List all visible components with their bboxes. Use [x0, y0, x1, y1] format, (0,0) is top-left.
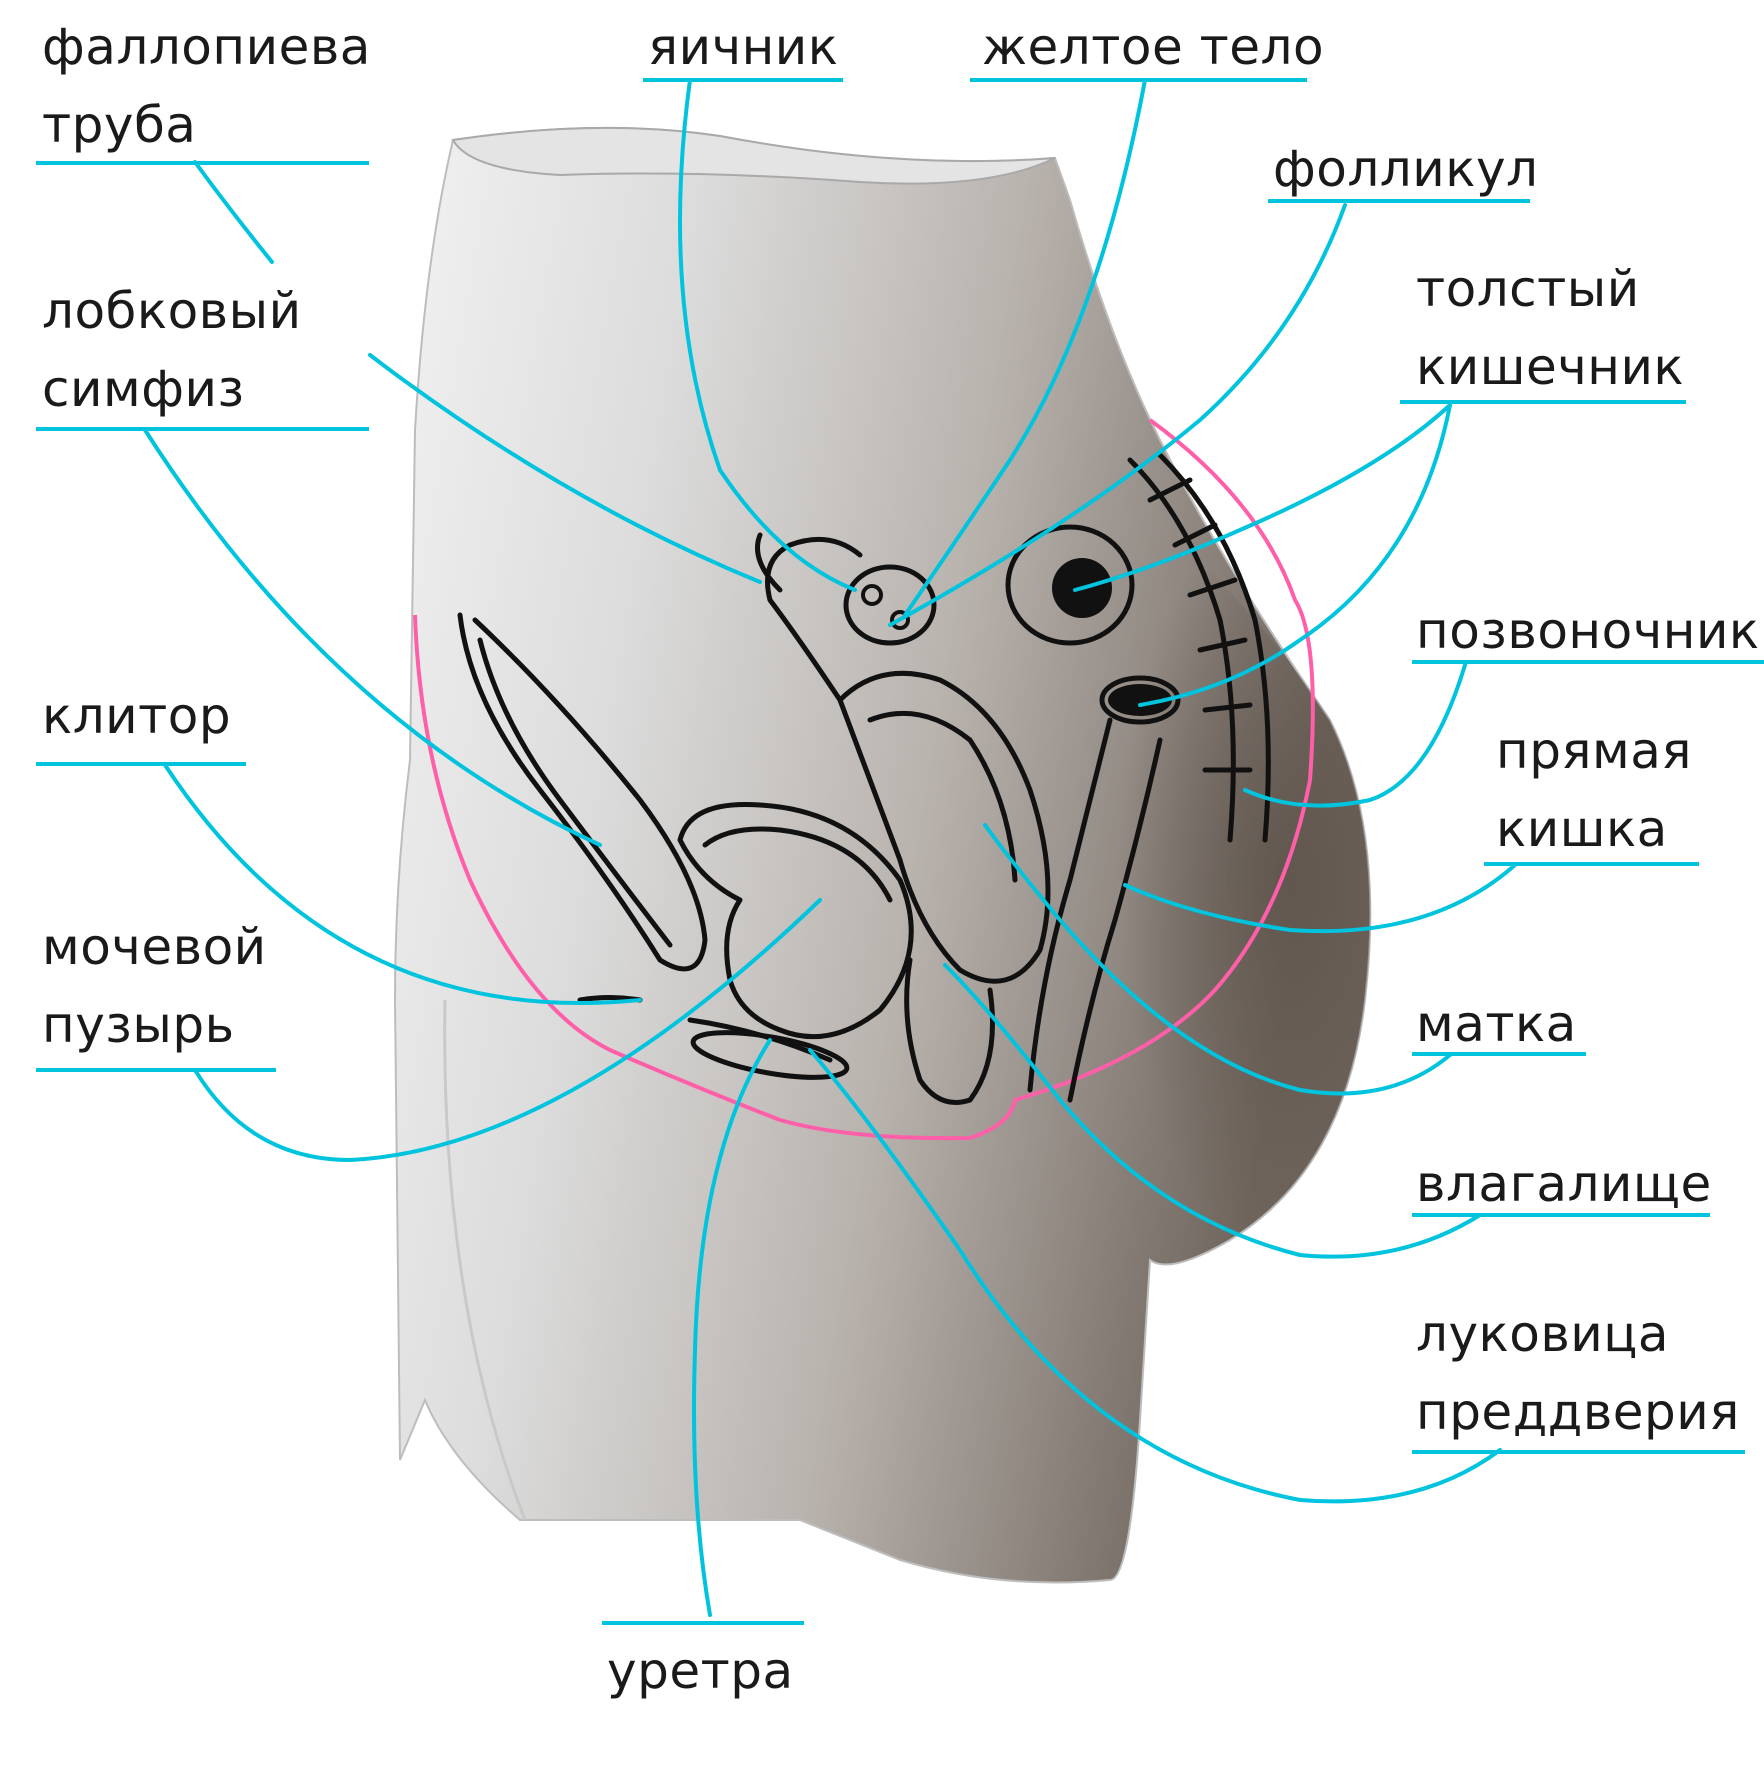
- label-vestibular-bulb: луковица преддверия: [1416, 1295, 1740, 1451]
- label-corpus-luteum: желтое тело: [982, 8, 1324, 86]
- bladder-inner: [702, 826, 893, 903]
- torso-back-shade: [995, 420, 1371, 1258]
- label-bladder-line2: пузырь: [42, 996, 235, 1054]
- rule-ovary: [643, 78, 843, 82]
- label-rectum-line2: кишка: [1496, 800, 1668, 858]
- label-clitoris-line1: клитор: [42, 687, 232, 745]
- label-urethra-line1: уретра: [607, 1642, 794, 1700]
- rule-follicle: [1268, 199, 1530, 203]
- label-vagina-line1: влагалище: [1416, 1155, 1712, 1213]
- thigh-crease: [443, 999, 527, 1521]
- label-follicle-line1: фолликул: [1273, 140, 1539, 198]
- uterus-drawing: [837, 670, 1051, 984]
- label-spine: позвоночник: [1416, 592, 1760, 670]
- label-vagina: влагалище: [1416, 1145, 1712, 1223]
- pubic-bone-inner: [477, 637, 673, 948]
- rule-uterus: [1412, 1052, 1586, 1056]
- leader-fallopian-tube: [193, 160, 274, 264]
- rule-vestibular-bulb: [1412, 1450, 1745, 1454]
- leader-corpus-luteum: [903, 78, 1147, 617]
- label-fallopian-tube-line2: труба: [42, 96, 197, 154]
- leader-vestibular-bulb: [808, 1048, 1502, 1504]
- pubic-bone-drawing: [457, 612, 708, 972]
- rule-vagina: [1412, 1213, 1710, 1217]
- label-corpus-luteum-line1: желтое тело: [982, 18, 1325, 76]
- leader-large-intestine: [1073, 403, 1452, 707]
- vestibular-bulb-drawing: [690, 1030, 850, 1080]
- label-large-intestine-line2: кишечник: [1416, 338, 1685, 396]
- leader-pubic-symphysis: [368, 353, 762, 584]
- label-urethra: уретра: [607, 1632, 794, 1710]
- rectum-lumen: [1108, 684, 1172, 716]
- leader-rectum: [1123, 863, 1517, 934]
- label-vestibular-bulb-line1: луковица: [1416, 1305, 1669, 1363]
- label-pubic-symphysis-line2: симфиз: [42, 360, 245, 418]
- label-bladder-line1: мочевой: [42, 918, 267, 976]
- label-uterus: матка: [1416, 985, 1577, 1063]
- label-follicle: фолликул: [1273, 130, 1539, 208]
- leader-bladder: [163, 763, 822, 1163]
- leader-clitoris: [143, 428, 602, 847]
- rule-corpus-luteum: [970, 78, 1307, 82]
- label-ovary-line1: яичник: [648, 18, 839, 76]
- rule-urethra: [602, 1621, 804, 1625]
- follicle-spot: [861, 584, 883, 606]
- leader-urethra: [692, 1038, 772, 1617]
- rule-fallopian-tube: [36, 161, 369, 165]
- label-rectum-line1: прямая: [1496, 722, 1692, 780]
- label-pubic-symphysis-line1: лобковый: [42, 282, 302, 340]
- leader-follicle: [888, 203, 1347, 627]
- rule-rectum: [1484, 862, 1699, 866]
- label-pubic-symphysis: лобковый симфиз: [42, 272, 302, 428]
- rectum-lumen-outline: [1099, 675, 1181, 725]
- leader-uterus: [983, 823, 1452, 1096]
- label-large-intestine-line1: толстый: [1416, 260, 1640, 318]
- rectum-drawing: [1027, 717, 1163, 1103]
- rule-large-intestine: [1400, 400, 1686, 404]
- corpus-luteum-spot: [890, 610, 910, 630]
- body-outline: [413, 418, 1315, 1141]
- vagina-drawing: [904, 957, 995, 1105]
- label-ovary: яичник: [648, 8, 839, 86]
- label-clitoris: клитор: [42, 677, 231, 755]
- label-large-intestine: толстый кишечник: [1416, 250, 1684, 406]
- label-rectum: прямая кишка: [1496, 712, 1692, 868]
- torso-top-rim: [451, 126, 1056, 185]
- label-uterus-line1: матка: [1416, 995, 1577, 1053]
- rule-bladder: [36, 1068, 276, 1072]
- label-vestibular-bulb-line2: преддверия: [1416, 1383, 1740, 1441]
- rule-clitoris: [36, 762, 246, 766]
- rule-spine: [1412, 660, 1764, 664]
- leader-vagina: [943, 963, 1482, 1259]
- label-bladder: мочевой пузырь: [42, 908, 267, 1064]
- spine-segments: [1147, 477, 1253, 773]
- leader-spine: [1243, 663, 1467, 808]
- label-spine-line1: позвоночник: [1416, 602, 1760, 660]
- rule-pubic-symphysis: [36, 427, 369, 431]
- large-intestine-drawing: [1005, 524, 1135, 646]
- ovary-drawing: [843, 564, 937, 646]
- fallopian-tube-drawing: [755, 532, 863, 703]
- leader-ovary: [678, 78, 857, 592]
- label-fallopian-tube-line1: фаллопиева: [42, 18, 371, 76]
- bladder-drawing: [677, 801, 914, 1040]
- label-fallopian-tube: фаллопиева труба: [42, 8, 371, 164]
- uterus-inner: [867, 710, 1018, 883]
